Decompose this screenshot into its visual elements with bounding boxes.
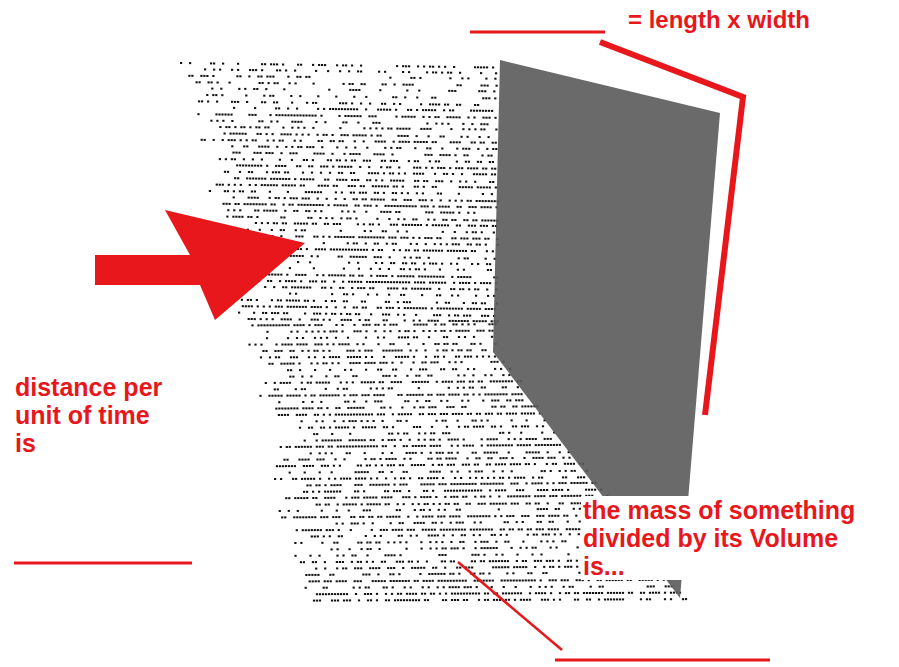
label-text: distance per unit of time is xyxy=(13,373,167,457)
area-bracket xyxy=(600,42,743,415)
blank-line xyxy=(14,562,192,565)
flow-arrow xyxy=(95,210,305,320)
leader-line xyxy=(458,562,562,650)
blank-line xyxy=(470,31,605,34)
label-text: = length x width xyxy=(626,6,890,33)
blank-line xyxy=(555,659,770,662)
label-text: the mass of something divided by its Vol… xyxy=(581,496,885,580)
